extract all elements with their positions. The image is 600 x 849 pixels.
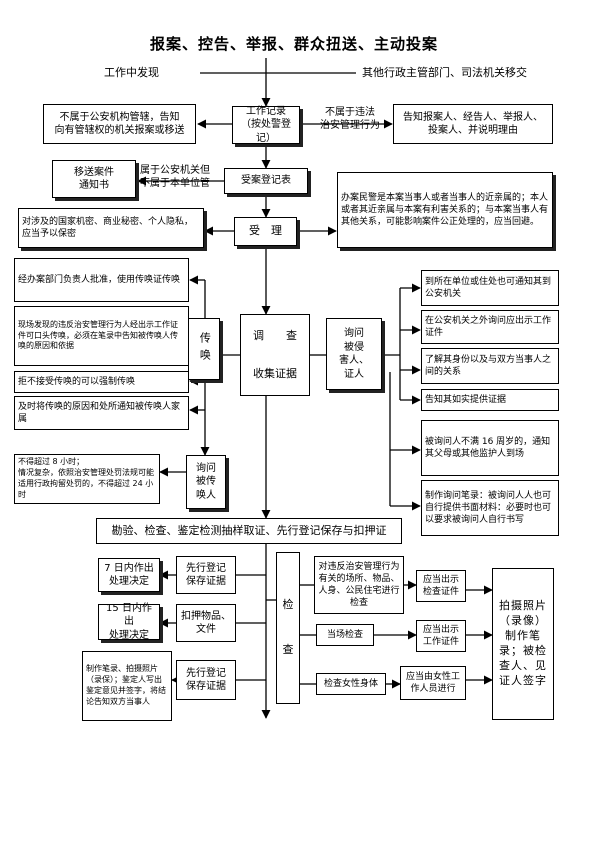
investigate-label: 调 查 <box>253 328 297 342</box>
female-staff-box: 应当由女性工 作人员进行 <box>400 666 466 700</box>
show-inspect-certificate-box: 应当出示 检查证件 <box>416 570 466 602</box>
notes-box: 制作笔录、拍摄照片（录保）；鉴定人写出鉴定意见并签字，将结论告知双方当事人 <box>82 651 172 721</box>
work-record-box: 工作记录 （按处警登记） <box>232 106 300 144</box>
inspect-box: 检 查 <box>276 552 300 704</box>
transfer-label: 其他行政主管部门、司法机关移交 <box>362 66 527 79</box>
notify-family-box: 及时将传唤的原因和处所通知被传唤人家属 <box>14 396 189 430</box>
evidence-header-box: 勘验、检查、鉴定检测抽样取证、先行登记保存与扣押证 <box>96 518 402 544</box>
not-violation-label: 不属于违法 治安管理行为 <box>320 107 380 131</box>
seize-items-box: 扣押物品、 文件 <box>176 604 236 642</box>
onsite-inspect-box: 当场检查 <box>316 624 374 646</box>
truthful-evidence-box: 告知其如实提供证据 <box>421 389 559 411</box>
not-jurisdiction-box: 不属于公安机构管辖，告知 向有管辖权的机关报案或移送 <box>43 104 196 144</box>
show-certificate-box: 在公安机关之外询问应出示工作证件 <box>421 310 559 344</box>
avoidance-box: 办案民警是本案当事人或者当事人的近亲属的；本人或者其近亲属与本案有利害关系的；与… <box>337 172 553 248</box>
relationship-box: 了解其身份以及与双方当事人之间的关系 <box>421 348 559 384</box>
collect-evidence-label: 收集证据 <box>253 366 297 380</box>
accept-box: 受 理 <box>234 217 297 246</box>
belongs-label: 属于公安机关但 不属于本单位管 <box>140 165 210 189</box>
case-sources-title: 报案、控告、举报、群众扭送、主动投案 <box>150 35 439 53</box>
oral-summon-box: 现场发现的违反治安管理行为人经出示工作证件可口头传唤，必须在笔录中告知被传唤人传… <box>14 306 189 366</box>
registration-form-box: 受案登记表 <box>224 168 308 194</box>
register-preserve-box-2: 先行登记 保存证据 <box>176 660 236 700</box>
interview-victim-box: 询问 被侵 害人、 证人 <box>326 318 382 390</box>
interview-record-box: 制作询问笔录：被询问人人也可自行提供书面材料：必要时也可以要求被询问人自行书写 <box>421 480 559 536</box>
summon-box: 传唤 <box>188 318 220 380</box>
confidentiality-box: 对涉及的国家机密、商业秘密、个人隐私，应当予以保密 <box>18 208 204 248</box>
notify-reporter-box: 告知报案人、经告人、举报人、 投案人、并说明理由 <box>393 104 553 144</box>
time-limit-box: 不得超过 8 小时； 情况复杂，依照治安管理处罚法规可能 适用行政拘留处罚的，不… <box>14 454 160 504</box>
interview-summoned-box: 询问 被传 唤人 <box>186 455 226 509</box>
female-inspect-box: 检查女性身体 <box>316 673 386 695</box>
register-preserve-box-1: 先行登记 保存证据 <box>176 556 236 594</box>
under16-box: 被询问人不满 16 周岁的，通知其父母或其他监护人到场 <box>421 420 559 476</box>
approved-summon-box: 经办案部门负责人批准，使用传唤证传唤 <box>14 258 189 302</box>
investigate-box: 调 查 收集证据 <box>240 314 310 396</box>
fifteen-days-box: 15 日内作出 处理决定 <box>98 603 160 641</box>
transfer-notice-box: 移送案件 通知书 <box>52 160 136 198</box>
show-work-certificate-box: 应当出示 工作证件 <box>416 620 466 652</box>
seven-days-box: 7 日内作出 处理决定 <box>98 558 160 592</box>
forced-summon-box: 拒不接受传唤的可以强制传唤 <box>14 371 189 393</box>
inspect-place-box: 对违反治安管理行为有关的场所、物品、人身、公民住宅进行检查 <box>314 556 404 614</box>
found-in-work-label: 工作中发现 <box>104 66 159 79</box>
notify-place-box: 到所在单位或住处也可通知其到公安机关 <box>421 270 559 306</box>
photo-record-box: 拍摄照片（录像）制作笔录；被检查人、见证人签字 <box>492 568 554 720</box>
